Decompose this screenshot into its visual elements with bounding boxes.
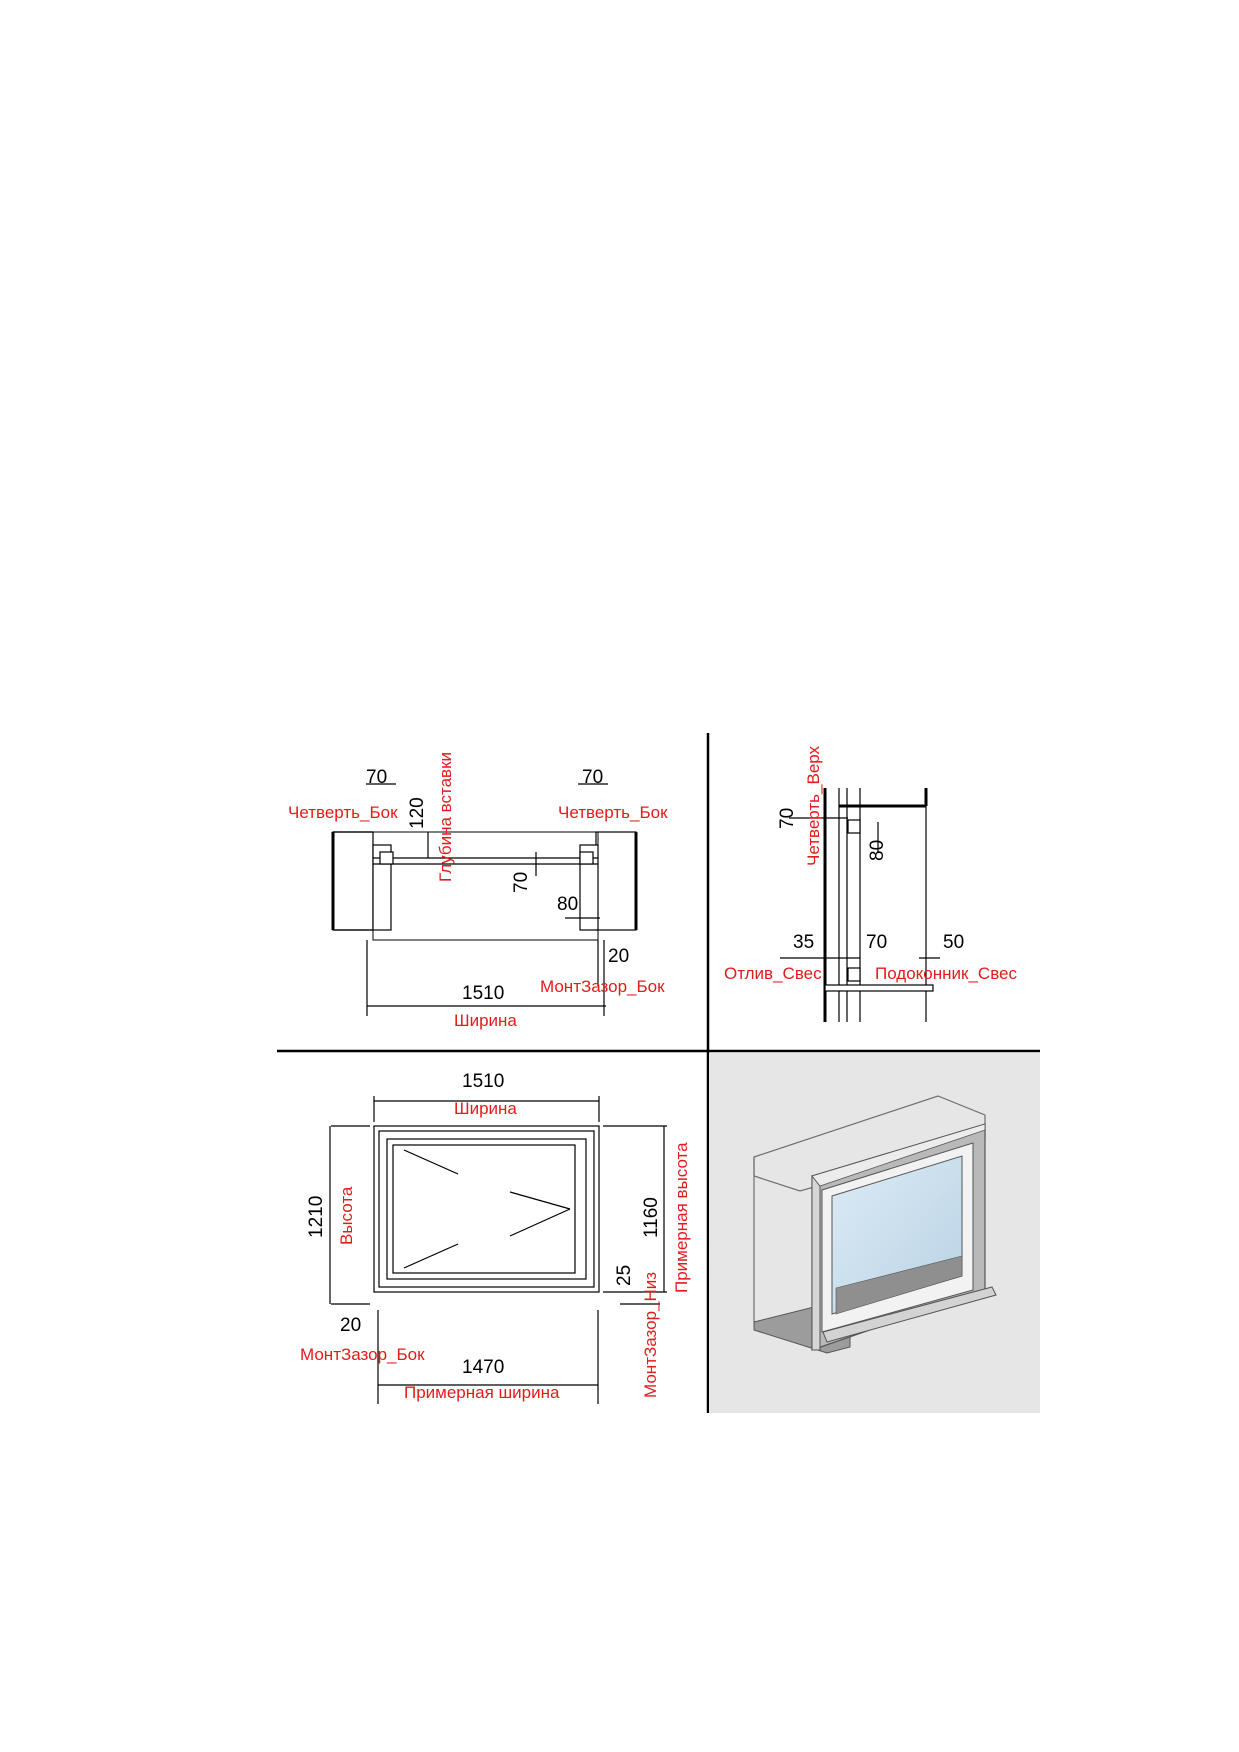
plan-quarter-right-label: Четверть_Бок [558,803,668,822]
plan-quarter-left-label: Четверть_Бок [288,803,398,822]
elevation-side-gap-label: МонтЗазор_Бок [300,1345,425,1364]
plan-quarter-left-value: 70 [366,767,387,788]
plan-window-frame [372,831,599,941]
right-anchor [579,851,594,865]
plan-width-label: Ширина [454,1011,517,1030]
plan-mount-gap-value: 20 [608,946,629,967]
elevation-approx-width-value: 1470 [462,1357,504,1378]
plan-insert-depth-label: Глубина вставки [436,752,455,882]
section-view: 70 Четверть_Верх 80 35 Отлив_Свес 70 50 … [724,745,1017,1022]
elevation-height-value: 1210 [306,1196,327,1238]
window-3d-view [709,1053,1040,1413]
window-top-frame [811,1123,986,1187]
left-wall [331,831,392,931]
plan-insert-depth-value: 120 [407,797,428,829]
panel-dividers [277,733,1040,1413]
inner-reveal [835,1255,963,1315]
section-sill [824,984,934,992]
section-offset-value: 80 [867,840,888,861]
section-bottom-anchor [847,967,861,982]
elevation-approx-width-label: Примерная ширина [404,1383,560,1402]
plan-quarter-right-value: 70 [582,767,603,788]
plan-view: 70 Четверть_Бок 120 Глубина вставки 70 Ч… [288,752,668,1030]
window-side-frame [811,1174,821,1351]
elevation-bottom-gap-value: 25 [614,1265,635,1286]
section-drip-label: Отлив_Свес [724,964,822,983]
elevation-bottom-gap-label: МонтЗазор_Низ [641,1272,660,1398]
elevation-side-gap-value: 20 [340,1315,361,1336]
section-frame-value: 70 [866,932,887,953]
right-wall [579,831,638,931]
left-anchor [379,851,394,865]
section-sill-value: 50 [943,932,964,953]
section-sill-label: Подоконник_Свес [875,964,1017,983]
plan-mount-gap-label: МонтЗазор_Бок [540,977,665,996]
elevation-width-value: 1510 [462,1071,504,1092]
elevation-approx-height-value: 1160 [641,1197,662,1238]
section-quarter-top-label: Четверть_Верх [804,745,823,866]
plan-frame-depth-value: 70 [511,872,532,893]
elevation-approx-height-label: Примерная высота [672,1142,691,1293]
elevation-view: 1510 Ширина 1210 Высота 1160 Примерная в… [300,1071,691,1404]
plan-offset-value: 80 [557,894,578,915]
elevation-width-label: Ширина [454,1099,517,1118]
plan-width-value: 1510 [462,983,504,1004]
section-quarter-top-value: 70 [777,808,798,829]
elevation-outer-frame [373,1125,600,1293]
elevation-sash [392,1144,576,1274]
section-drip-value: 35 [793,932,814,953]
elevation-height-label: Высота [337,1186,356,1245]
section-top-anchor [847,819,861,834]
window-sill [822,1286,997,1343]
